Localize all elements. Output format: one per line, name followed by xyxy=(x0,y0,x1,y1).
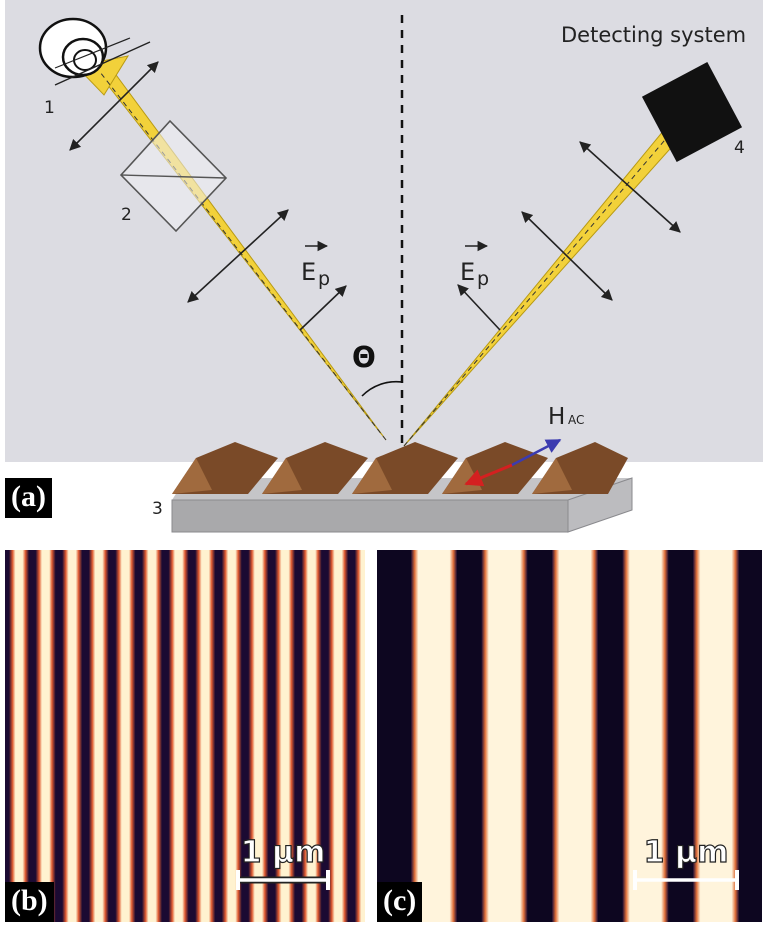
stripe xyxy=(275,550,295,922)
stripe xyxy=(481,550,528,922)
stripe xyxy=(88,550,109,922)
field-label-incident: E p xyxy=(301,240,330,290)
field-vector-ac-negative xyxy=(464,463,513,487)
svg-text:1 µm: 1 µm xyxy=(644,835,729,870)
label-detector: 4 xyxy=(734,138,745,158)
stripe-pattern-b xyxy=(9,550,365,922)
field-vector-incident xyxy=(299,285,347,331)
stripe xyxy=(35,550,56,922)
stripe xyxy=(354,550,365,922)
detector-icon xyxy=(641,61,743,163)
polarization-arrow-4 xyxy=(579,141,681,233)
field-vector-reflected xyxy=(457,284,501,331)
label-source: 1 xyxy=(44,98,55,118)
stripe xyxy=(552,550,598,922)
label-sample: 3 xyxy=(152,499,163,519)
stripe xyxy=(195,550,216,922)
field-vector-ac-positive xyxy=(509,438,562,468)
stripe xyxy=(142,550,162,922)
stripe xyxy=(622,550,669,922)
micrograph-b: 1 µm (b) xyxy=(5,550,365,922)
svg-text:p: p xyxy=(477,268,489,290)
stripe xyxy=(115,550,136,922)
panel-tag-b: (b) xyxy=(5,882,54,922)
svg-text:E: E xyxy=(301,258,316,286)
stripe xyxy=(301,550,322,922)
svg-text:AC: AC xyxy=(568,413,584,427)
polarization-arrow-2 xyxy=(187,209,289,303)
svg-text:E: E xyxy=(460,258,475,286)
field-label-ac: H AC xyxy=(548,404,584,430)
setup-diagram-svg: 1 2 E p Θ E p 4 xyxy=(5,0,763,533)
stripe xyxy=(411,550,457,922)
polarization-arrow-1 xyxy=(69,61,159,151)
svg-text:H: H xyxy=(548,404,565,430)
grating-ridges xyxy=(172,442,628,494)
micrograph-c-svg: 1 µm xyxy=(377,550,762,922)
panel-tag-a: (a) xyxy=(5,478,52,518)
stripe xyxy=(248,550,269,922)
svg-text:p: p xyxy=(318,268,330,290)
stripe xyxy=(62,550,83,922)
micrograph-b-svg: 1 µm xyxy=(5,550,365,922)
stripe xyxy=(221,550,242,922)
micrograph-c: 1 µm (c) xyxy=(377,550,762,922)
stripe xyxy=(693,550,739,922)
grating-sample xyxy=(171,442,633,533)
svg-text:1 µm: 1 µm xyxy=(241,835,326,870)
stripe xyxy=(168,550,189,922)
label-polarizer: 2 xyxy=(121,205,132,225)
detecting-system-title: Detecting system xyxy=(561,23,746,47)
scalebar-b: 1 µm xyxy=(236,834,330,890)
field-label-reflected: E p xyxy=(460,240,489,290)
polarizer-cube-icon xyxy=(119,119,228,233)
panel-tag-c: (c) xyxy=(377,882,423,922)
stripe-pattern-c xyxy=(411,550,739,922)
stripe xyxy=(328,550,349,922)
stripe xyxy=(9,550,29,922)
polarization-arrow-3 xyxy=(521,211,613,301)
scalebar-c: 1 µm xyxy=(633,834,739,890)
setup-diagram: 1 2 E p Θ E p 4 xyxy=(5,0,763,533)
angle-arc xyxy=(361,380,403,397)
angle-label: Θ xyxy=(352,341,376,374)
